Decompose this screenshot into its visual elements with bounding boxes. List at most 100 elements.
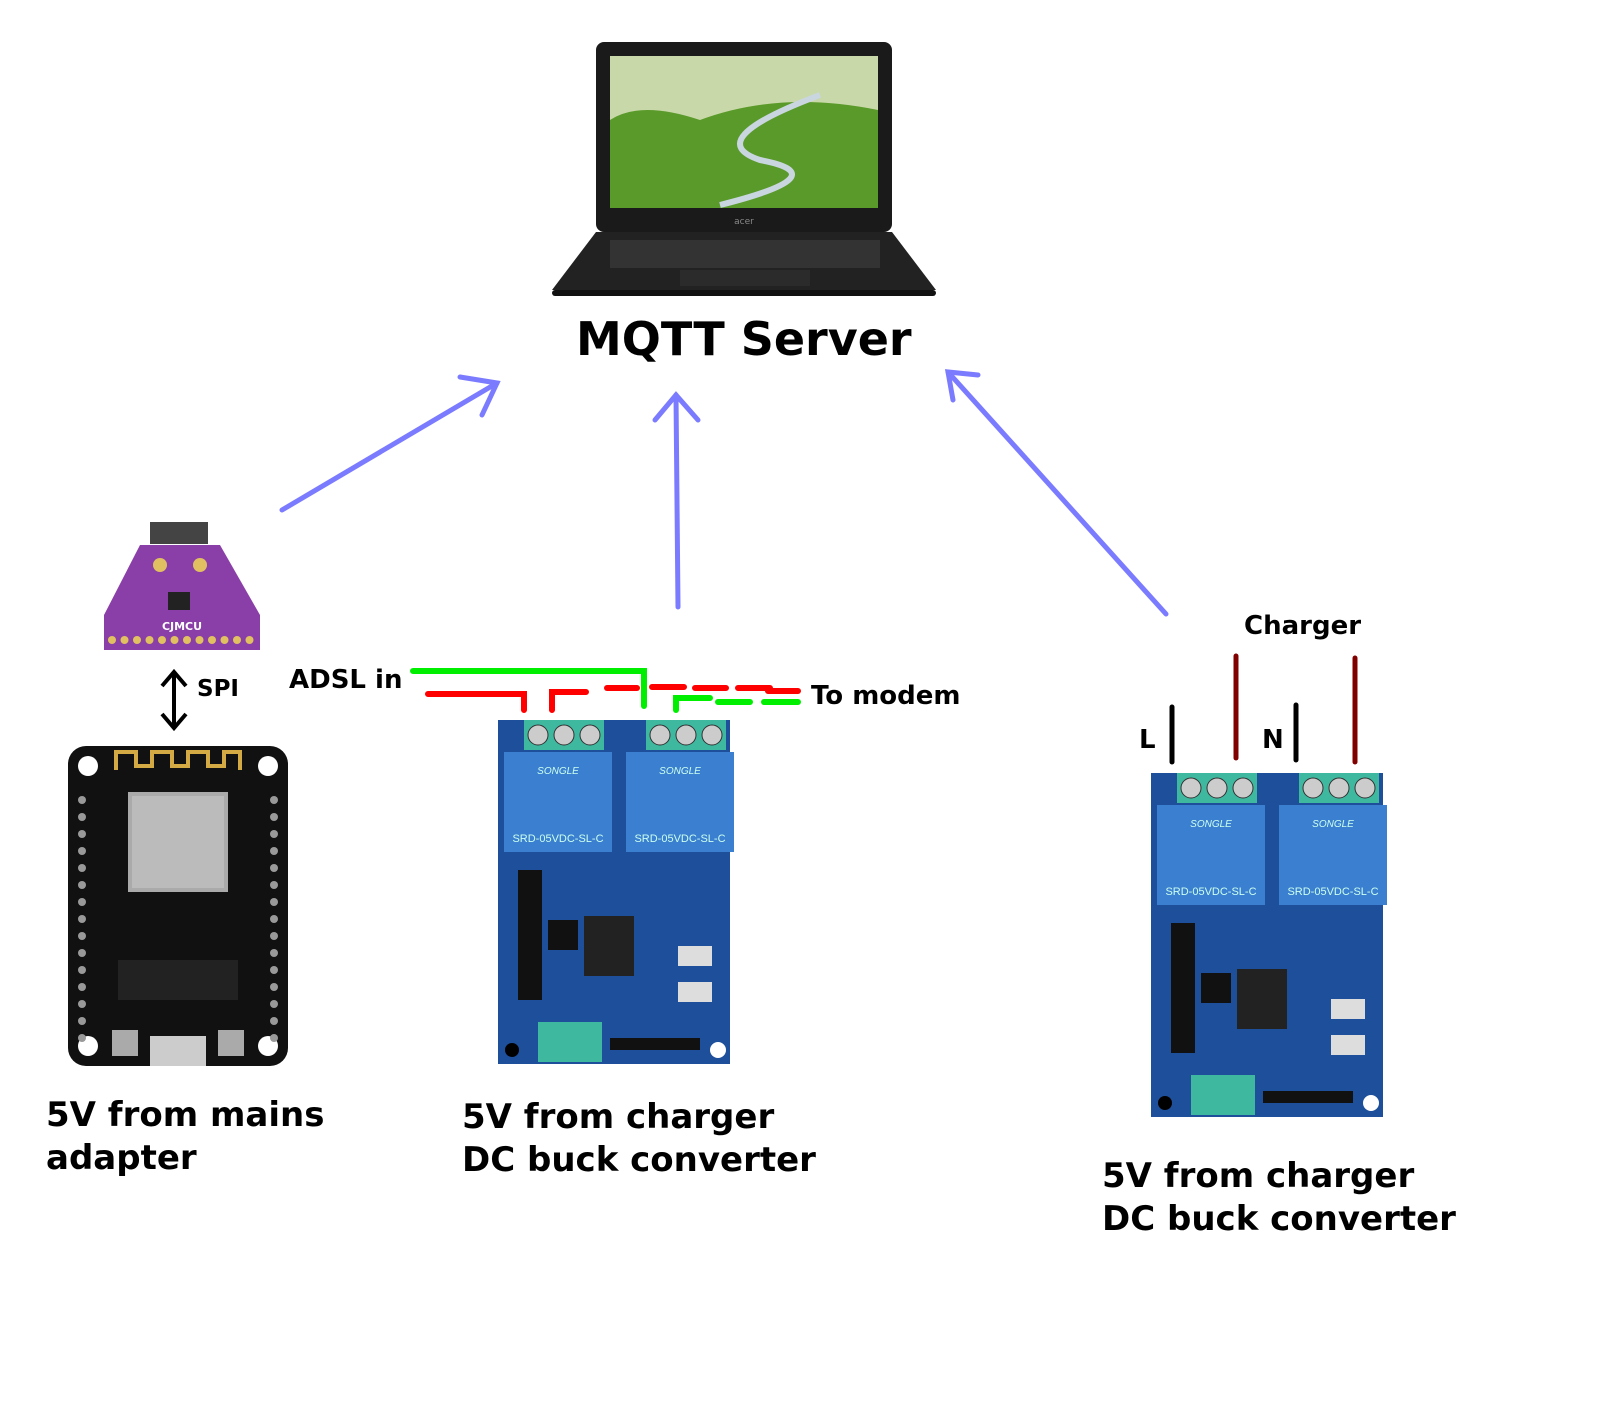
- node3-caption: 5V from charger DC buck converter: [1102, 1155, 1456, 1241]
- screw-icon: [1354, 777, 1376, 799]
- sensor-pin: [170, 636, 179, 644]
- node-pin: [78, 966, 86, 974]
- node-pin: [270, 983, 278, 991]
- caption-line: 5V from charger: [462, 1097, 775, 1137]
- adsl-green-line-out: [673, 695, 801, 713]
- node-pin: [270, 966, 278, 974]
- node-pin: [270, 813, 278, 821]
- screw-icon: [553, 724, 575, 746]
- power-terminal: [1191, 1075, 1255, 1115]
- mqtt-server-label: MQTT Server: [576, 312, 912, 366]
- header-pins: [1171, 923, 1195, 1053]
- adsl-in-label: ADSL in: [289, 665, 403, 695]
- spi-label: SPI: [197, 676, 239, 702]
- relay: [1157, 805, 1265, 905]
- node-pin: [270, 898, 278, 906]
- node-pin: [270, 864, 278, 872]
- caption-line: adapter: [46, 1138, 197, 1178]
- arrow-relay1-to-server: [652, 391, 701, 610]
- button: [1331, 1035, 1365, 1055]
- node1-caption: 5V from mains adapter: [46, 1094, 324, 1180]
- caption-line: 5V from mains: [46, 1095, 325, 1135]
- to-modem-label: To modem: [811, 681, 961, 711]
- sensor-pin: [145, 636, 154, 644]
- node-pin: [78, 847, 86, 855]
- arrow-sensor-to-server: [279, 374, 501, 513]
- screw-icon: [649, 724, 671, 746]
- node-pin: [78, 949, 86, 957]
- wifi-module: [1237, 969, 1287, 1029]
- sensor-pin: [245, 636, 254, 644]
- pin-header: [1263, 1091, 1353, 1103]
- svg-text:SONGLE: SONGLE: [1312, 819, 1354, 830]
- screw-icon: [1206, 777, 1228, 799]
- sensor-pin: [195, 636, 204, 644]
- sensor-pin: [208, 636, 216, 644]
- laptop-icon: acer: [552, 42, 936, 296]
- relay: [1279, 805, 1387, 905]
- node-pin: [270, 949, 278, 957]
- charger-label: Charger: [1244, 611, 1362, 641]
- sensor-pin: [183, 636, 191, 644]
- node-pin: [78, 881, 86, 889]
- adsl-red-line-in: [425, 691, 527, 713]
- sensor-pin: [233, 636, 241, 644]
- adsl-wiring: [410, 668, 801, 713]
- chip: [548, 920, 578, 950]
- sensor-pin: [133, 636, 141, 644]
- screw-icon: [1180, 777, 1202, 799]
- node-pin: [78, 813, 86, 821]
- svg-text:acer: acer: [734, 217, 754, 227]
- screw-icon: [1232, 777, 1254, 799]
- screw-icon: [1302, 777, 1324, 799]
- sensor-pin: [220, 636, 229, 644]
- node-pin: [78, 864, 86, 872]
- button: [678, 982, 712, 1002]
- svg-text:CJMCU: CJMCU: [162, 620, 202, 633]
- svg-text:SONGLE: SONGLE: [537, 766, 579, 777]
- sensor-pin: [108, 636, 116, 644]
- node-pin: [78, 1017, 86, 1025]
- node-pin: [78, 1000, 86, 1008]
- node-pin: [78, 1034, 86, 1042]
- neutral-label: N: [1262, 725, 1284, 755]
- sensor-pin: [120, 636, 129, 644]
- node-pin: [270, 881, 278, 889]
- node-pin: [270, 830, 278, 838]
- node-pin: [270, 1000, 278, 1008]
- svg-text:SRD-05VDC-SL-C: SRD-05VDC-SL-C: [1287, 886, 1378, 898]
- relay: [504, 752, 612, 852]
- node-pin: [270, 932, 278, 940]
- screw-icon: [701, 724, 723, 746]
- adsl-red-line-out: [649, 684, 801, 694]
- live-label: L: [1139, 725, 1156, 755]
- node-pin: [270, 915, 278, 923]
- svg-text:SRD-05VDC-SL-C: SRD-05VDC-SL-C: [634, 833, 725, 845]
- node-pin: [78, 983, 86, 991]
- adsl-green-line: [410, 668, 647, 709]
- node-pin: [270, 847, 278, 855]
- caption-line: 5V from charger: [1102, 1156, 1415, 1196]
- caption-line: DC buck converter: [462, 1140, 816, 1180]
- screw-icon: [675, 724, 697, 746]
- button: [1331, 999, 1365, 1019]
- node2-caption: 5V from charger DC buck converter: [462, 1096, 816, 1182]
- sensor-board: CJMCU: [104, 522, 260, 650]
- wifi-module: [584, 916, 634, 976]
- button: [678, 946, 712, 966]
- node-pin: [270, 1034, 278, 1042]
- node-pin: [270, 796, 278, 804]
- screw-icon: [1328, 777, 1350, 799]
- power-wiring: [1169, 653, 1358, 765]
- svg-text:SONGLE: SONGLE: [1190, 819, 1232, 830]
- node-pin: [78, 932, 86, 940]
- sensor-pin: [158, 636, 166, 644]
- arrows: [279, 369, 1169, 617]
- screw-icon: [527, 724, 549, 746]
- node-pin: [270, 1017, 278, 1025]
- power-terminal: [538, 1022, 602, 1062]
- relay: [626, 752, 734, 852]
